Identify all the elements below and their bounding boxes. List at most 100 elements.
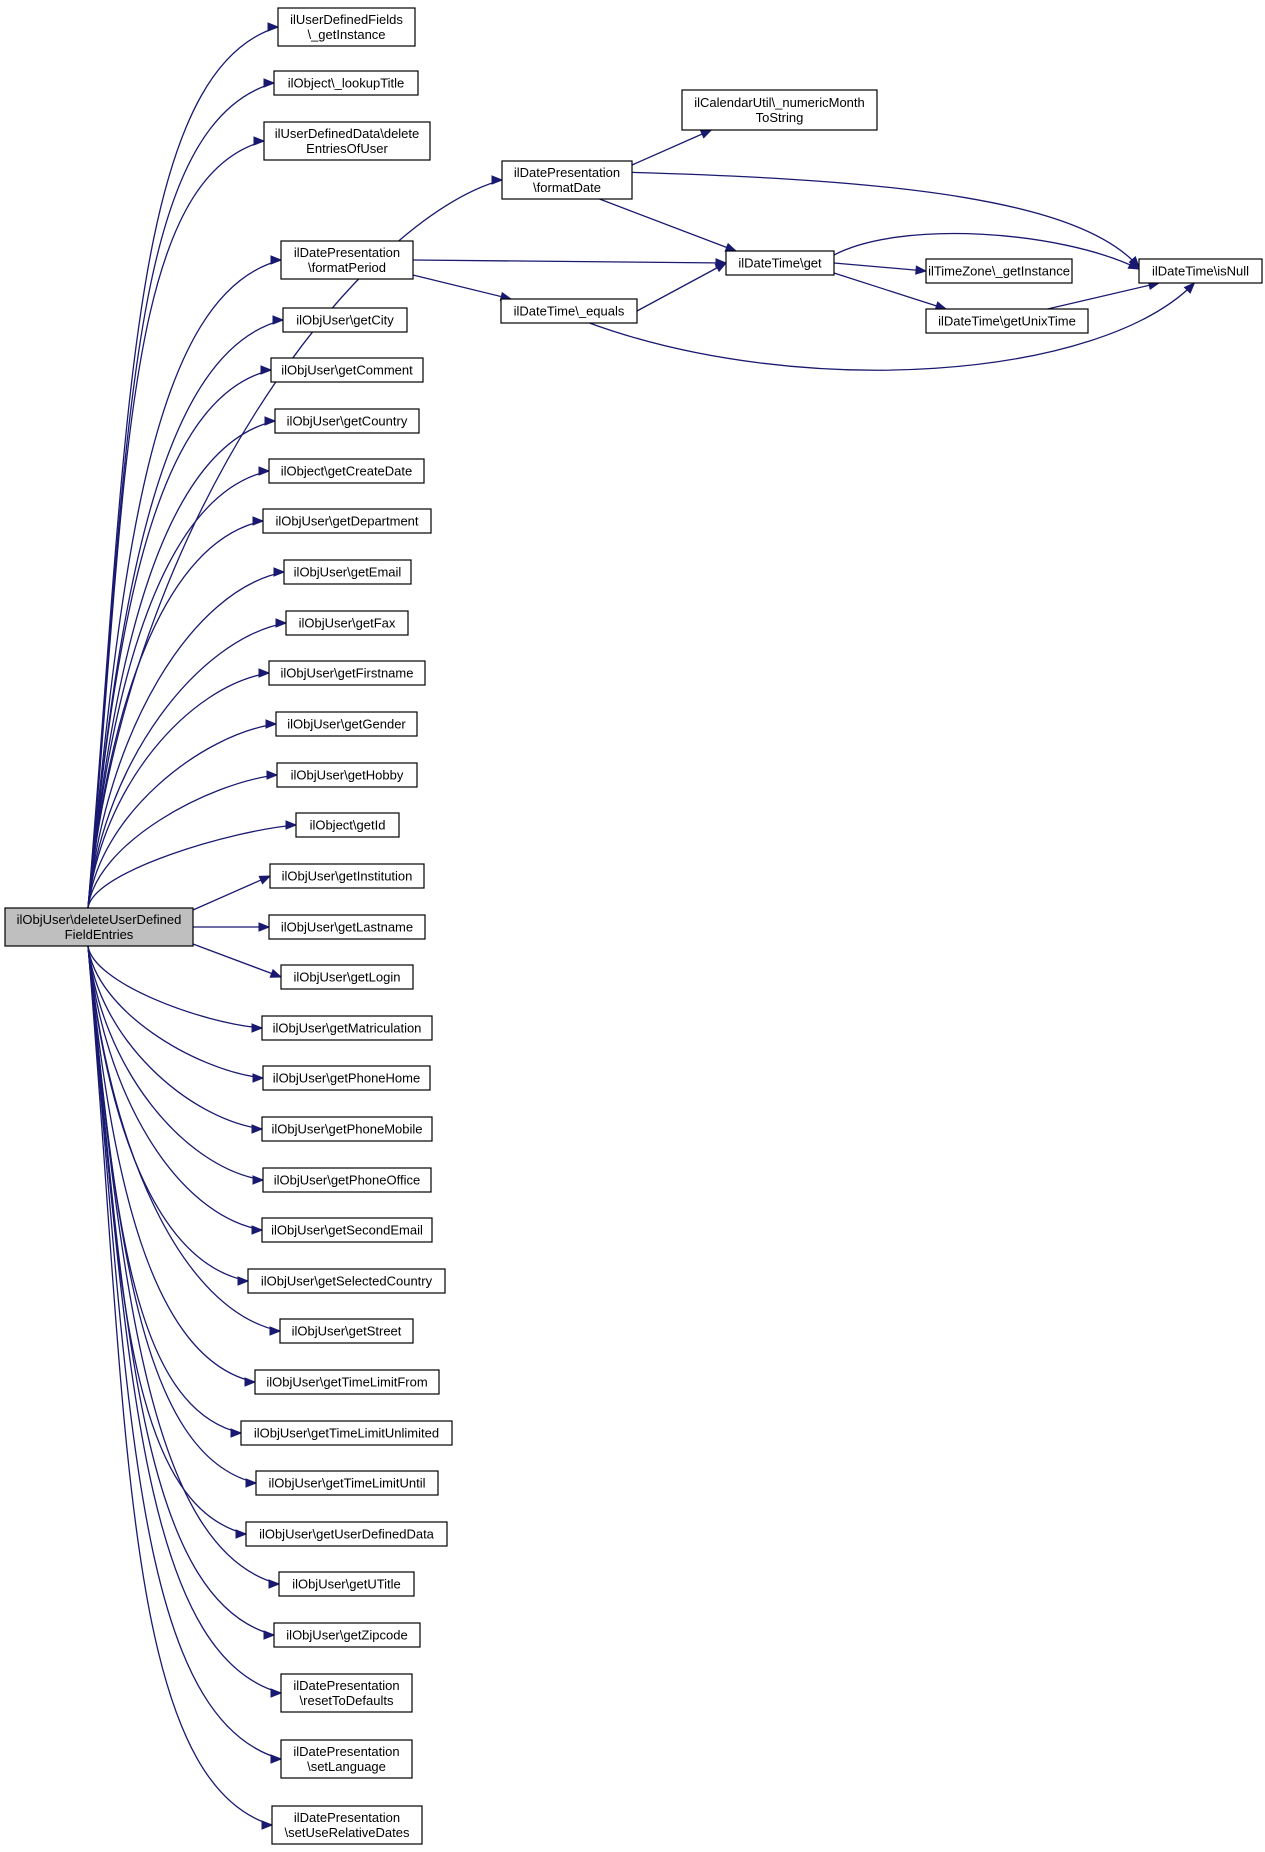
edge-arrowhead — [915, 265, 928, 275]
node-ilobjuser-getlogin[interactable]: ilObjUser\getLogin — [280, 964, 414, 990]
node-ilobjuser-getuserdefineddata[interactable]: ilObjUser\getUserDefinedData — [245, 1521, 448, 1547]
node-label: ilObjUser\getPhoneMobile — [271, 1122, 422, 1137]
node-ilobjuser-getphoneoffice[interactable]: ilObjUser\getPhoneOffice — [262, 1167, 432, 1193]
node-label: ilObjUser\getLogin — [294, 970, 401, 985]
edge-arrowhead — [266, 770, 279, 780]
node-ilobjuser-getfax[interactable]: ilObjUser\getFax — [285, 610, 409, 636]
node-box — [1138, 258, 1263, 284]
node-box — [276, 762, 418, 788]
node-ildatepresentation-setuserelativedates[interactable]: ilDatePresentation\setUseRelativeDates — [271, 1805, 423, 1845]
edge-arrowhead — [258, 875, 272, 885]
edge-line — [87, 945, 273, 1826]
node-box — [925, 308, 1089, 334]
node-label: ilObjUser\getLastname — [281, 920, 413, 935]
edge-root-to-n9 — [87, 466, 271, 909]
node-ilobjuser-gettimelimituntil[interactable]: ilObjUser\getTimeLimitUntil — [255, 1470, 439, 1496]
node-ildatetime-equals[interactable]: ilDateTime\_equals — [500, 298, 638, 324]
node-ilobjuser-getzipcode[interactable]: ilObjUser\getZipcode — [273, 1622, 421, 1648]
node-ildatepresentation-setlanguage[interactable]: ilDatePresentation\setLanguage — [280, 1739, 413, 1779]
node-ilobjuser-getsecondemail[interactable]: ilObjUser\getSecondEmail — [261, 1217, 433, 1243]
node-box — [275, 711, 418, 737]
node-box — [295, 812, 400, 838]
node-box — [262, 1065, 431, 1091]
node-ilobjuser-getemail[interactable]: ilObjUser\getEmail — [283, 559, 412, 585]
node-ilobjuser-getutitle[interactable]: ilObjUser\getUTitle — [278, 1571, 415, 1597]
node-ildatepresentation-formatperiod[interactable]: ilDatePresentation\formatPeriod — [280, 240, 414, 280]
node-ilobjuser-gethobby[interactable]: ilObjUser\getHobby — [276, 762, 418, 788]
node-ilobjuser-gettimelimitfrom[interactable]: ilObjUser\getTimeLimitFrom — [254, 1369, 440, 1395]
node-ilobject-lookuptitle[interactable]: ilObject\_lookupTitle — [273, 70, 419, 96]
node-box — [255, 1470, 439, 1496]
edge-line — [589, 282, 1195, 371]
node-label: \formatPeriod — [308, 260, 386, 275]
node-ilobjuser-getcountry[interactable]: ilObjUser\getCountry — [274, 408, 420, 434]
node-ilobjuser-getstreet[interactable]: ilObjUser\getStreet — [279, 1318, 414, 1344]
node-box — [279, 1318, 414, 1344]
edge-root-to-n16 — [87, 820, 298, 909]
node-label: ilObjUser\getSecondEmail — [271, 1223, 423, 1238]
node-box — [280, 1739, 413, 1779]
node-label: ilDatePresentation — [293, 1678, 399, 1693]
node-ildatetime-getunixtime[interactable]: ilDateTime\getUnixTime — [925, 308, 1089, 334]
node-box — [280, 964, 414, 990]
edge-line — [87, 824, 297, 909]
node-box — [282, 307, 408, 333]
edge-line — [87, 26, 279, 909]
node-iluserdefinedfields-getinstance[interactable]: ilUserDefinedFields\_getInstance — [277, 7, 416, 47]
edge-arrowhead — [267, 22, 280, 32]
edge-line — [87, 470, 270, 909]
node-label: ilObject\getCreateDate — [281, 464, 413, 479]
edge-line — [412, 259, 727, 264]
edge-arrowhead — [251, 1023, 264, 1033]
node-ilobjuser-getcomment[interactable]: ilObjUser\getComment — [270, 357, 424, 383]
edge-line — [87, 82, 275, 909]
node-ilobjuser-getcity[interactable]: ilObjUser\getCity — [282, 307, 408, 333]
edge-n4-to-n41 — [631, 171, 1140, 269]
node-ilobjuser-getphonehome[interactable]: ilObjUser\getPhoneHome — [262, 1065, 431, 1091]
node-label: ilObjUser\getTimeLimitFrom — [266, 1375, 427, 1390]
node-ilobject-getid[interactable]: ilObject\getId — [295, 812, 400, 838]
node-label: ilObjUser\getPhoneOffice — [274, 1173, 420, 1188]
edge-line — [87, 179, 503, 909]
node-iltimezone-getinstance[interactable]: ilTimeZone\_getInstance — [925, 258, 1073, 284]
node-ilobjuser-getfirstname[interactable]: ilObjUser\getFirstname — [268, 660, 426, 686]
node-label: ilDatePresentation — [294, 245, 400, 260]
node-label: ilObjUser\getHobby — [291, 768, 404, 783]
node-ilobjuser-getgender[interactable]: ilObjUser\getGender — [275, 711, 418, 737]
edge-line — [87, 319, 284, 909]
node-label: ilObject\getId — [310, 818, 386, 833]
node-ildatetime-isnull[interactable]: ilDateTime\isNull — [1138, 258, 1263, 284]
node-ilobjuser-getdepartment[interactable]: ilObjUser\getDepartment — [262, 508, 432, 534]
edge-line — [631, 171, 1140, 268]
node-ildatepresentation-resettodefaults[interactable]: ilDatePresentation\resetToDefaults — [280, 1673, 413, 1713]
node-ilobjuser-gettimelimitunlimited[interactable]: ilObjUser\getTimeLimitUnlimited — [240, 1420, 453, 1446]
node-ildatepresentation-formatdate[interactable]: ilDatePresentation\formatDate — [501, 160, 633, 200]
node-label: ilObjUser\getTimeLimitUntil — [269, 1476, 426, 1491]
node-ilobjuser-getinstitution[interactable]: ilObjUser\getInstitution — [269, 863, 425, 889]
edge-root-to-n3 — [87, 136, 266, 909]
node-label: ilObjUser\deleteUserDefined — [17, 912, 182, 927]
edge-line — [833, 272, 947, 310]
edge-root-to-n19 — [192, 943, 283, 978]
edge-root-to-n14 — [87, 719, 278, 909]
node-box — [268, 458, 425, 484]
edge-line — [1047, 282, 1160, 310]
edge-line — [192, 875, 271, 911]
node-label: ilObjUser\getGender — [287, 717, 406, 732]
node-label: ilDateTime\_equals — [514, 304, 625, 319]
node-label: FieldEntries — [65, 927, 134, 942]
edge-root-to-n27 — [87, 945, 257, 1387]
node-ilobjuser-getlastname[interactable]: ilObjUser\getLastname — [268, 914, 426, 940]
node-ilobjuser-getselectedcountry[interactable]: ilObjUser\getSelectedCountry — [247, 1268, 446, 1294]
node-ildatetime-get[interactable]: ilDateTime\get — [725, 250, 835, 276]
node-ilobjuser-getmatriculation[interactable]: ilObjUser\getMatriculation — [261, 1015, 433, 1041]
node-label: ilObjUser\getUserDefinedData — [259, 1527, 435, 1542]
node-label: ToString — [756, 110, 804, 125]
node-ilobject-getcreatedate[interactable]: ilObject\getCreateDate — [268, 458, 425, 484]
node-label: ilDatePresentation — [514, 165, 620, 180]
node-label: ilObjUser\getZipcode — [286, 1628, 407, 1643]
node-ilobjuser-getphonemobile[interactable]: ilObjUser\getPhoneMobile — [261, 1116, 433, 1142]
